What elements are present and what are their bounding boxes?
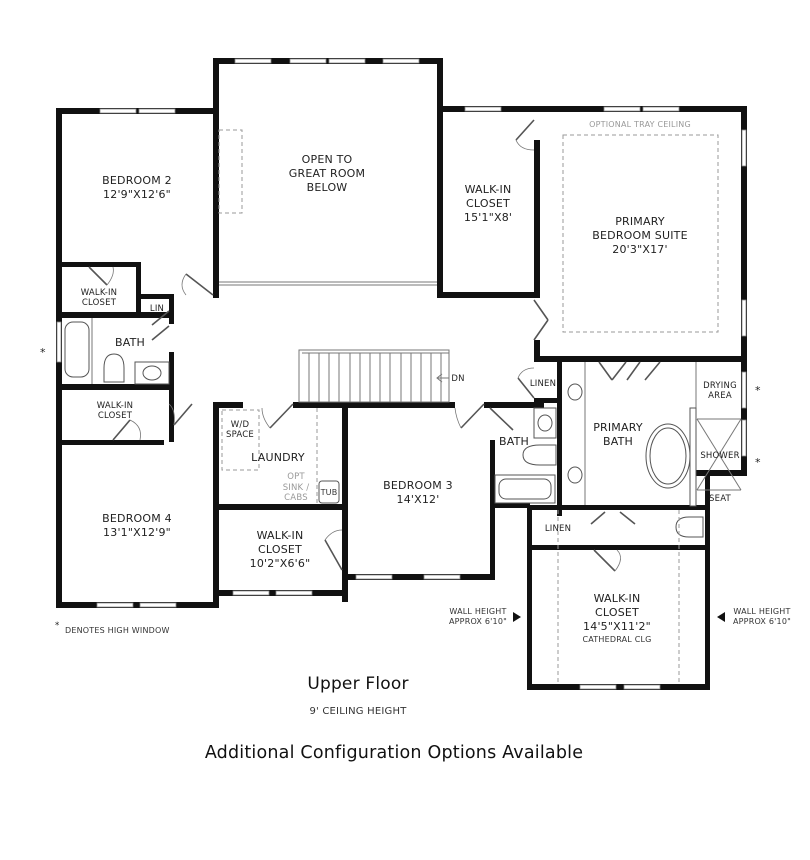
linen-hall-label: LINEN — [530, 379, 556, 389]
lin-label: LIN — [150, 304, 164, 314]
bed4-closet-label: WALK-IN — [97, 401, 134, 411]
primary-suite-dims: 20'3"X17' — [612, 243, 667, 256]
primary-suite-line2: BEDROOM SUITE — [592, 229, 687, 242]
drying-area-label: DRYING — [703, 381, 737, 391]
high-window-asterisk-icon: * — [755, 384, 761, 397]
primary-bath-label: PRIMARY — [593, 421, 643, 434]
bath-mid-label: BATH — [499, 435, 529, 448]
legend-asterisk-icon: * — [55, 621, 59, 631]
open-to-below-line3: BELOW — [307, 181, 348, 194]
walkin-closet-mid-label: WALK-IN — [257, 529, 304, 542]
linen-bath-label: LINEN — [545, 524, 571, 534]
walkin-closet-primary-dims: 14'5"X11'2" — [583, 620, 651, 633]
stairs-down-label: DN — [451, 374, 464, 384]
walkin-closet-mid-dims: 10'2"X6'6" — [250, 557, 311, 570]
tub-label: TUB — [320, 488, 338, 497]
walkin-closet-top-dims: 15'1"X8' — [464, 211, 512, 224]
arrow-left-icon — [717, 612, 725, 622]
opt-sink-line3: CABS — [284, 493, 308, 503]
legend: * DENOTES HIGH WINDOW — [55, 621, 170, 635]
shower-label: SHOWER — [700, 451, 739, 461]
bedroom-4-label: BEDROOM 4 — [102, 512, 172, 525]
walkin-closet-mid-line2: CLOSET — [258, 543, 302, 556]
walkin-closet-top-label: WALK-IN — [465, 183, 512, 196]
bed2-closet-line2: CLOSET — [82, 298, 117, 308]
high-window-asterisk-icon: * — [755, 456, 761, 469]
ceiling-height-note: 9' CEILING HEIGHT — [309, 706, 407, 717]
configuration-options-note: Additional Configuration Options Availab… — [205, 743, 583, 763]
bedroom-3-dims: 14'X12' — [397, 493, 440, 506]
cathedral-ceiling-note: CATHEDRAL CLG — [582, 635, 651, 644]
walkin-closet-primary-line2: CLOSET — [595, 606, 639, 619]
wall-height-left-line2: APPROX 6'10" — [449, 617, 507, 626]
high-window-markers: * * * — [40, 346, 761, 469]
wd-space-line2: SPACE — [226, 430, 254, 440]
bed4-closet-line2: CLOSET — [98, 411, 133, 421]
bath-left-label: BATH — [115, 336, 145, 349]
bedroom-3-label: BEDROOM 3 — [383, 479, 453, 492]
bedroom-4-dims: 13'1"X12'9" — [103, 526, 171, 539]
bed2-closet-label: WALK-IN — [81, 288, 118, 298]
plan-title: Upper Floor — [307, 674, 408, 694]
laundry-label: LAUNDRY — [251, 451, 305, 464]
drying-area-line2: AREA — [708, 391, 732, 401]
doors — [88, 119, 661, 572]
walkin-closet-top-line2: CLOSET — [466, 197, 510, 210]
windows — [56, 58, 747, 690]
wall-height-right-label: WALL HEIGHT — [733, 607, 790, 616]
opt-sink-label: OPT — [287, 472, 305, 482]
fixtures — [64, 129, 742, 684]
high-window-asterisk-icon: * — [40, 346, 46, 359]
primary-suite-label: PRIMARY — [615, 215, 665, 228]
wd-space-label: W/D — [231, 420, 250, 430]
legend-text: DENOTES HIGH WINDOW — [65, 626, 170, 635]
tray-ceiling-note: OPTIONAL TRAY CEILING — [589, 120, 691, 129]
open-to-below-label: OPEN TO — [302, 153, 353, 166]
opt-sink-line2: SINK / — [283, 483, 310, 493]
room-labels: BEDROOM 2 12'9"X12'6" OPEN TO GREAT ROOM… — [81, 120, 791, 644]
seat-label: SEAT — [709, 494, 732, 504]
staircase — [298, 349, 450, 403]
arrow-right-icon — [513, 612, 521, 622]
primary-bath-line2: BATH — [603, 435, 633, 448]
wall-height-right-line2: APPROX 6'10" — [733, 617, 791, 626]
wall-height-left-label: WALL HEIGHT — [449, 607, 506, 616]
bedroom-2-label: BEDROOM 2 — [102, 174, 172, 187]
walkin-closet-primary-label: WALK-IN — [594, 592, 641, 605]
open-to-below-line2: GREAT ROOM — [289, 167, 365, 180]
bedroom-2-dims: 12'9"X12'6" — [103, 188, 171, 201]
